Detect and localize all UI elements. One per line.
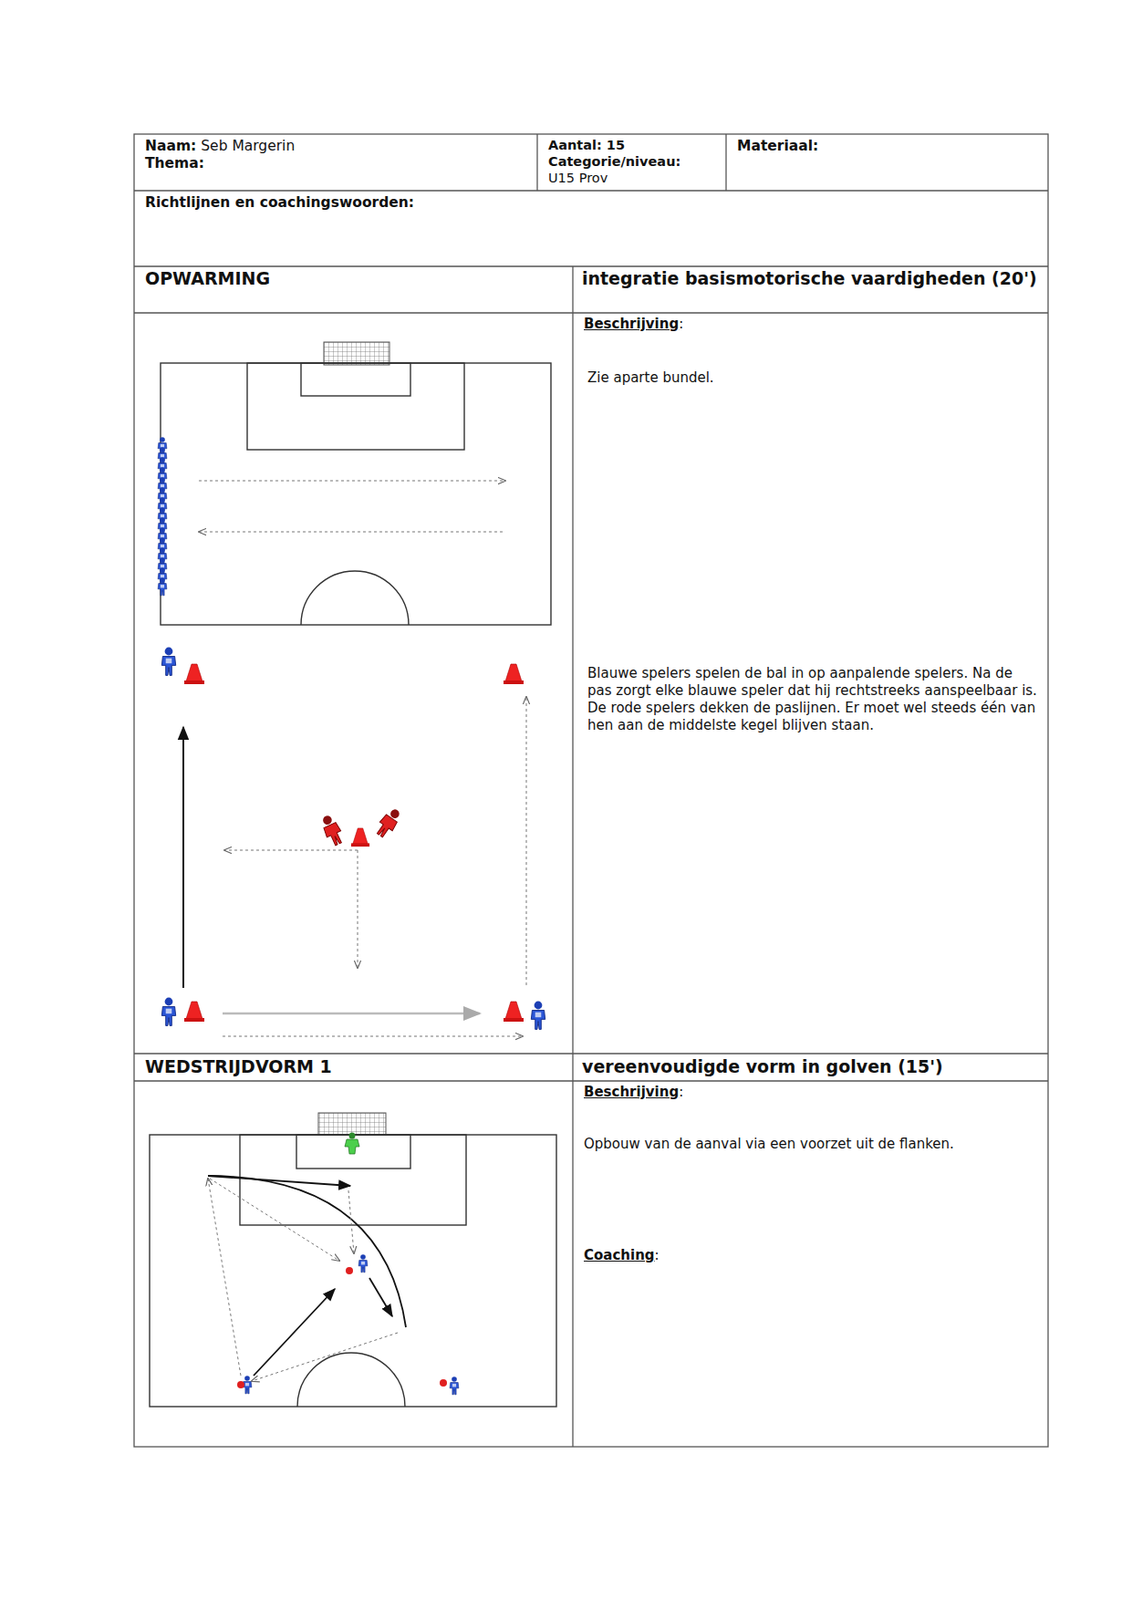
cell-text: Blauwe spelers spelen de bal in op aanpa… (587, 664, 1038, 734)
cone (184, 1001, 205, 1022)
blue-player (157, 537, 167, 556)
passing-drill (161, 647, 545, 1037)
text-line: OPWARMING (145, 268, 562, 289)
cone (351, 828, 370, 847)
cell-text: : (654, 1246, 660, 1264)
blue-player (157, 497, 167, 516)
goalkeeper (344, 1132, 360, 1155)
text-line: Blauwe spelers spelen de bal in op aanpa… (583, 664, 1038, 735)
blue-player (161, 647, 176, 676)
cone (503, 664, 524, 685)
text-line: Beschrijving: (583, 1083, 1038, 1101)
cone (503, 1001, 524, 1022)
ball (237, 1381, 245, 1389)
blue-player (530, 1001, 545, 1030)
guideline-cell: Richtlijnen en coachingswoorden: (134, 190, 1049, 267)
text-line: Richtlijnen en coachingswoorden: (145, 194, 1038, 212)
cell-text: OPWARMING (145, 268, 271, 289)
ball (439, 1379, 447, 1387)
blue-player (157, 547, 167, 566)
description-cell: Beschrijving: Zie aparte bundel. Blauwe sp… (572, 312, 1049, 1054)
pitch-match (149, 1112, 557, 1407)
text-line: Coaching: (583, 1246, 1038, 1265)
blue-player (161, 997, 176, 1027)
cell-text: Richtlijnen en coachingswoorden: (145, 194, 415, 211)
cell-text: : (678, 1083, 684, 1101)
blue-player (157, 436, 167, 456)
section-subtitle: vereenvoudigde vorm in golven (15') (572, 1053, 1049, 1081)
cell-text: Beschrijving (583, 315, 679, 333)
blue-player (157, 527, 167, 546)
header-cell: Aantal: 15Categorie/niveau:U15 Prov (537, 134, 727, 191)
blue-player (157, 446, 167, 466)
red-player (318, 812, 345, 848)
text-line: WEDSTRIJDVORM 1 (145, 1056, 562, 1077)
blue-player (157, 557, 167, 576)
header-cell: Naam:Seb MargerinThema: (134, 134, 538, 191)
red-player (373, 805, 404, 840)
cell-text: Thema: (145, 155, 205, 172)
blue-player (157, 467, 167, 486)
blue-player (157, 456, 167, 476)
cell-text: integratie basismotorische vaardigheden … (581, 268, 1038, 289)
cell-text: U15 Prov (548, 170, 608, 186)
blue-player (157, 487, 167, 506)
blue-player (157, 507, 167, 526)
text-line: Aantal: 15 (548, 137, 716, 155)
text-line: Zie aparte bundel. (583, 369, 1038, 387)
cell-text: Opbouw van de aanval via een voorzet uit… (583, 1135, 955, 1153)
text-line: Thema: (145, 155, 527, 173)
cell-text: Materiaal: (737, 137, 819, 155)
cell-text: vereenvoudigde vorm in golven (15') (581, 1056, 944, 1077)
text-line: Categorie/niveau: (548, 154, 716, 171)
cell-text: WEDSTRIJDVORM 1 (145, 1056, 333, 1077)
description-cell: Beschrijving: Opbouw van de aanval via ee… (572, 1080, 1049, 1447)
cell-text: Seb Margerin (200, 137, 295, 155)
cell-text: Coaching (583, 1246, 655, 1264)
cell-text: Categorie/niveau: (548, 154, 681, 169)
blue-player (157, 517, 167, 536)
cell-text: : (678, 315, 684, 333)
cell-text: Beschrijving (583, 1083, 679, 1101)
cell-text: Zie aparte bundel. (587, 369, 715, 386)
cone (184, 664, 205, 685)
header-cell: Materiaal: (726, 134, 1049, 191)
blue-player (449, 1376, 459, 1395)
pitch-warmup (157, 342, 551, 625)
table-grid (134, 134, 1049, 1447)
text-line: Materiaal: (737, 137, 1038, 156)
blue-player (157, 577, 167, 596)
section-subtitle: integratie basismotorische vaardigheden … (572, 266, 1049, 313)
text-line: vereenvoudigde vorm in golven (15') (581, 1056, 1039, 1077)
text-line: U15 Prov (548, 170, 716, 187)
ball (345, 1267, 354, 1275)
text-line: integratie basismotorische vaardigheden … (581, 268, 1039, 289)
player-row (157, 436, 167, 596)
text-line: Opbouw van de aanval via een voorzet uit… (583, 1135, 1038, 1153)
cell-text: Aantal: 15 (548, 137, 625, 153)
text-line: Naam:Seb Margerin (145, 137, 527, 156)
text-line: Beschrijving: (583, 315, 1038, 333)
blue-player (358, 1254, 368, 1273)
section-title: WEDSTRIJDVORM 1 (134, 1053, 573, 1081)
blue-player (157, 567, 167, 586)
blue-player (157, 477, 167, 496)
cell-text: Naam: (145, 137, 197, 155)
section-title: OPWARMING (134, 266, 573, 313)
